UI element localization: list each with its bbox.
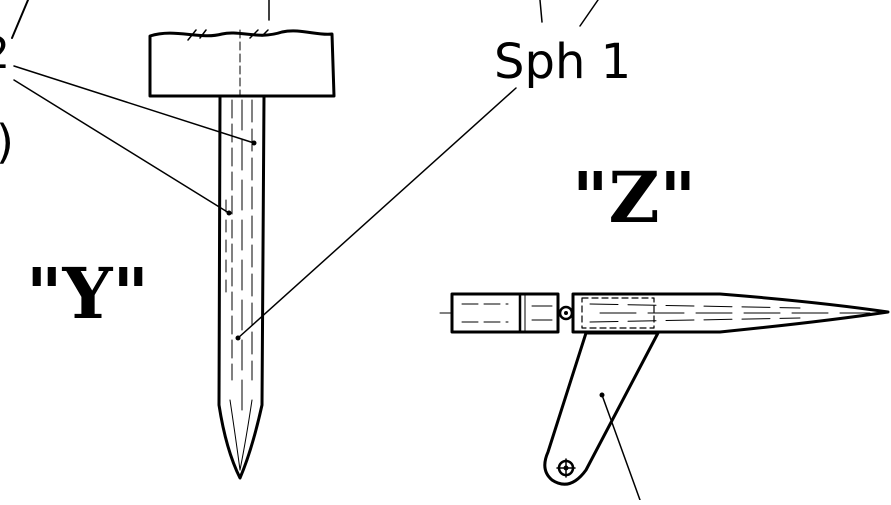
sph-label: Sph 1: [494, 34, 631, 90]
left-partial-paren: ): [0, 115, 14, 169]
top-leader-lines: [11, 0, 599, 39]
hanging-arm: [543, 331, 660, 486]
handle-block: [148, 29, 336, 98]
view-y-leaders: [13, 65, 517, 339]
view-y-label: "Y": [26, 252, 149, 335]
view-z-part: [439, 292, 890, 501]
left-partial-numeral: 2: [0, 28, 10, 79]
view-y-part: [148, 29, 336, 480]
view-z-label: "Z": [572, 156, 696, 239]
left-cylinder: [450, 292, 560, 334]
